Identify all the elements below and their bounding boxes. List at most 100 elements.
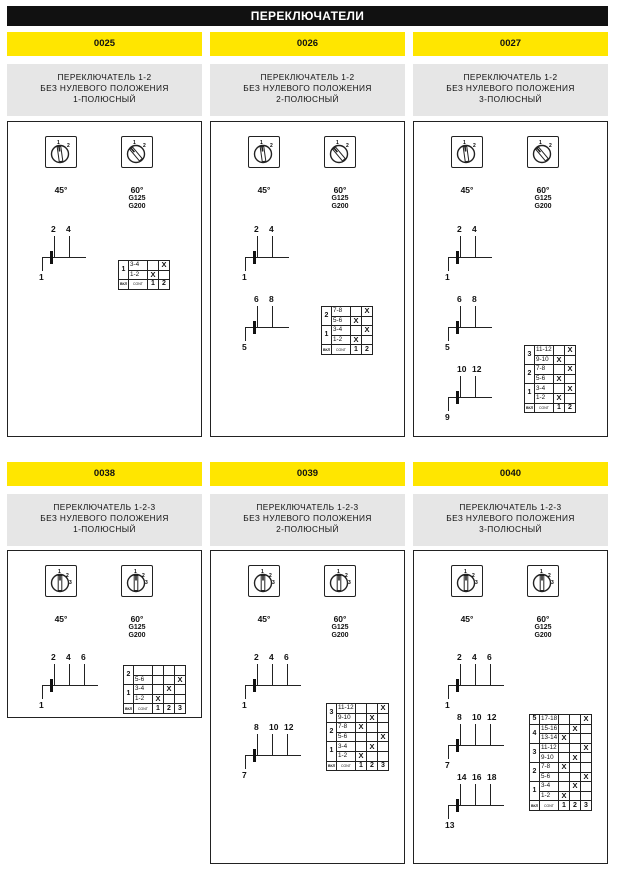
terminal-lead <box>475 236 477 257</box>
description-line: 1-ПОЛЮСНЫЙ <box>73 524 136 534</box>
contact-pair: 5-6 <box>534 373 554 385</box>
contact-mark: X <box>558 790 570 802</box>
contact-icon <box>253 749 256 762</box>
contact-column-number: 2 <box>163 703 175 714</box>
angle-label: 45° <box>460 614 474 624</box>
contact-mark <box>564 392 576 404</box>
contact-column-number: 2 <box>564 402 576 414</box>
card-code: 0026 <box>210 32 405 56</box>
terminal-lead <box>69 236 71 257</box>
switch-line <box>245 257 289 259</box>
terminal-number: 4 <box>472 224 477 234</box>
contact-mark <box>580 790 592 802</box>
position-number: 5 <box>529 714 540 725</box>
contact-mark <box>553 383 565 394</box>
contact-mark <box>377 722 389 733</box>
contact-mark <box>569 714 581 725</box>
switch-line <box>448 257 492 259</box>
contact-mark <box>558 723 570 735</box>
svg-text:2: 2 <box>548 573 551 579</box>
position-number: 1 <box>524 383 535 404</box>
common-terminal-number: 1 <box>242 272 247 282</box>
angle-label: 60° <box>333 185 347 195</box>
contact-pair <box>133 665 153 676</box>
contact-mark: X <box>558 761 570 773</box>
position-header: ВКЛ <box>529 800 540 811</box>
svg-text:3: 3 <box>348 580 351 586</box>
position-header: ВКЛ <box>123 703 134 714</box>
contact-mark <box>147 260 159 271</box>
terminal-lead <box>475 664 477 685</box>
contact-column-number: 1 <box>152 703 164 714</box>
terminal-lead <box>460 724 462 746</box>
terminal-lead <box>490 664 492 685</box>
terminal-number: 4 <box>269 652 274 662</box>
contact-pair: 7-8 <box>534 364 554 375</box>
contact-mark <box>366 703 378 714</box>
terminal-number: 4 <box>472 652 477 662</box>
contact-pair: 3-4 <box>539 781 559 792</box>
contact-mark <box>558 752 570 763</box>
contact-icon <box>253 251 256 264</box>
terminal-number: 14 <box>457 772 467 782</box>
switch-line <box>42 257 86 259</box>
contact-mark <box>580 752 592 763</box>
svg-text:1: 1 <box>463 140 466 146</box>
common-lead <box>448 327 450 341</box>
angle-label: 45° <box>257 185 271 195</box>
terminal-lead <box>460 306 462 328</box>
svg-text:2: 2 <box>66 573 69 579</box>
contact-mark <box>558 742 570 754</box>
contact-mark: X <box>580 714 592 725</box>
terminal-lead <box>257 236 259 258</box>
contact-mark <box>355 731 367 743</box>
contact-mark: X <box>553 354 565 366</box>
contact-header: CONT <box>331 344 351 355</box>
contact-pair: 3-4 <box>128 260 148 271</box>
svg-text:1: 1 <box>134 569 137 575</box>
table-row: 2 <box>123 664 186 686</box>
common-lead <box>42 685 44 699</box>
contact-mark <box>564 354 576 366</box>
description-line: ПЕРЕКЛЮЧАТЕЛЬ 1-2 <box>57 72 152 82</box>
common-terminal-number: 7 <box>242 770 247 780</box>
terminal-number: 18 <box>487 772 497 782</box>
common-lead <box>448 397 450 411</box>
contact-column-number: 2 <box>158 279 170 290</box>
contact-header: CONT <box>539 800 559 811</box>
terminal-number: 2 <box>254 652 259 662</box>
svg-text:3: 3 <box>69 580 72 586</box>
terminal-number: 6 <box>284 652 289 662</box>
svg-text:2: 2 <box>270 143 273 149</box>
position-number: 1 <box>529 781 540 802</box>
contact-mark <box>158 269 170 281</box>
contact-column-number: 1 <box>355 760 367 772</box>
svg-text:2: 2 <box>473 143 476 149</box>
model-label: G200 <box>331 632 349 639</box>
contact-mark: X <box>564 364 576 375</box>
angle-label: 60° <box>536 185 550 195</box>
page-title: ПЕРЕКЛЮЧАТЕЛИ <box>7 6 608 26</box>
common-terminal-number: 13 <box>445 820 455 830</box>
common-lead <box>448 685 450 699</box>
terminal-lead <box>257 306 259 328</box>
contact-mark: X <box>163 684 175 695</box>
